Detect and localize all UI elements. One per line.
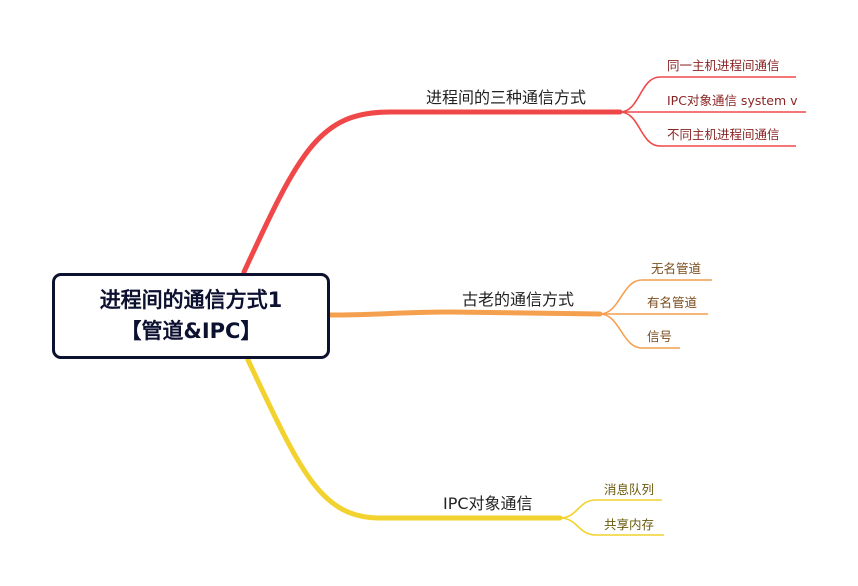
subtopic-1-1[interactable]: 同一主机进程间通信: [667, 58, 780, 73]
branch-topic-3[interactable]: IPC对象通信: [443, 494, 533, 513]
branch-topic-1[interactable]: 进程间的三种通信方式: [426, 88, 587, 107]
subtopic-2-1[interactable]: 无名管道: [651, 261, 702, 276]
root-topic-line2: 【管道&IPC】: [120, 319, 262, 343]
subtopic-3-2[interactable]: 共享内存: [604, 517, 655, 532]
root-topic[interactable]: 进程间的通信方式1 【管道&IPC】: [52, 273, 330, 359]
branch-connector-1: [241, 76, 806, 275]
subtopic-2-3[interactable]: 信号: [647, 329, 673, 344]
branch-topic-2[interactable]: 古老的通信方式: [462, 290, 575, 309]
branch-connector-3: [245, 357, 664, 536]
subtopic-1-2[interactable]: IPC对象通信 system v: [667, 93, 798, 108]
subtopic-1-3[interactable]: 不同主机进程间通信: [667, 127, 780, 142]
subtopic-2-2[interactable]: 有名管道: [647, 295, 698, 310]
root-topic-line1: 进程间的通信方式1: [99, 288, 283, 312]
subtopic-3-1[interactable]: 消息队列: [604, 482, 655, 497]
branch-connector-2: [327, 279, 712, 349]
